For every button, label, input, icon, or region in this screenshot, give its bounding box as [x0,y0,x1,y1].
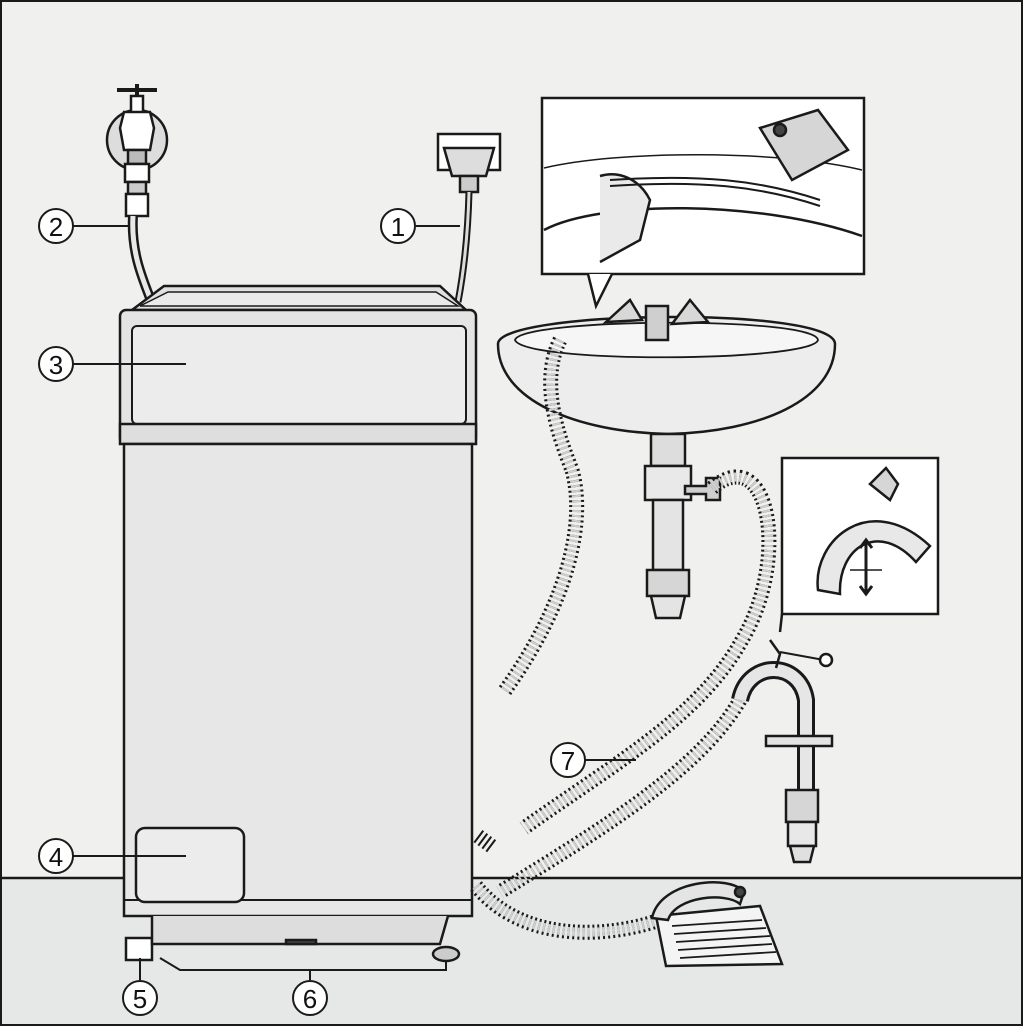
water-tap [105,84,169,218]
wash-basin [496,297,837,620]
callout-5-label: 5 [133,984,147,1014]
power-socket [436,132,502,194]
callout-4: 4 [38,838,74,874]
detail-panel-sink-hook [540,96,866,310]
callout-1: 1 [380,208,416,244]
floor-drain [650,881,784,968]
callout-3-label: 3 [49,350,63,380]
callout-1-label: 1 [391,212,405,242]
wall-drain-pipe [731,639,834,864]
callout-6-label: 6 [303,984,317,1014]
callout-2-label: 2 [49,212,63,242]
callout-3: 3 [38,346,74,382]
callout-7: 7 [550,742,586,778]
callout-5: 5 [122,980,158,1016]
callout-4-label: 4 [49,842,63,872]
callout-6: 6 [292,980,328,1016]
leader-line-6 [159,957,447,980]
callout-2: 2 [38,208,74,244]
washing-machine [118,284,478,963]
detail-panel-hose-hook [778,456,940,633]
drain-hose [470,469,777,940]
leader-lines [72,225,636,980]
callout-7-label: 7 [561,746,575,776]
drain-hose-sink [497,336,585,697]
